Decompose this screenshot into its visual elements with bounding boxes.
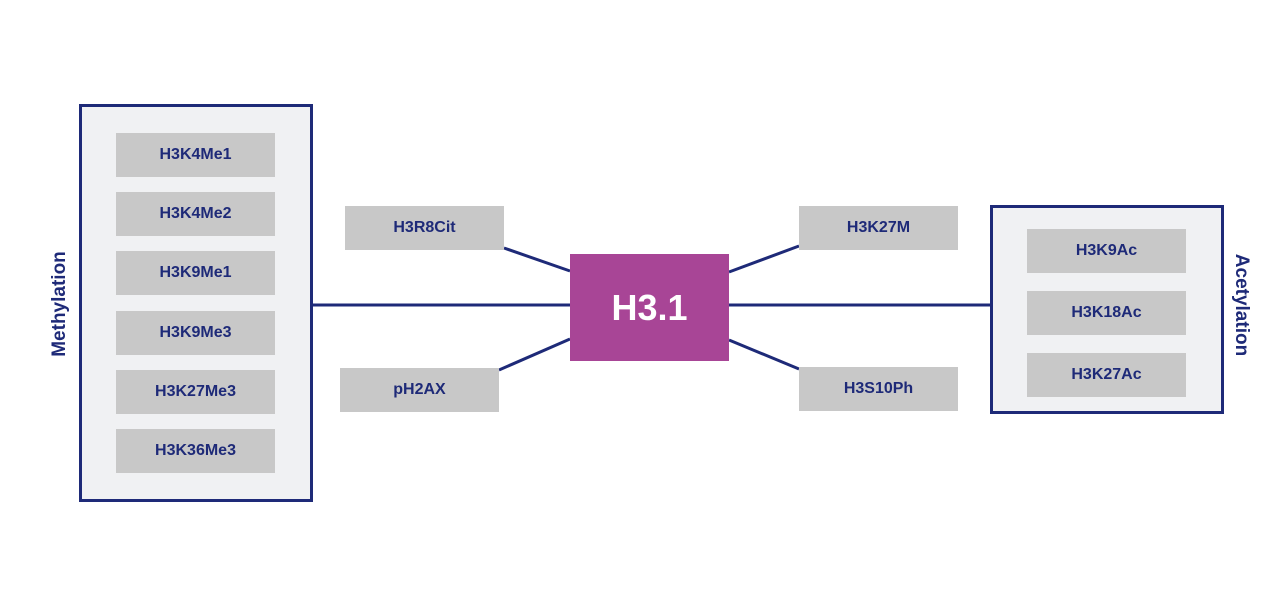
acetylation-item: H3K18Ac (1027, 291, 1186, 335)
methylation-label: Methylation (49, 251, 70, 357)
methylation-item: H3K9Me3 (116, 311, 275, 355)
methylation-item: H3K4Me1 (116, 133, 275, 177)
methylation-item: H3K27Me3 (116, 370, 275, 414)
connector-ph2ax (498, 337, 571, 372)
acetylation-label: Acetylation (1231, 253, 1252, 357)
satellite-h3r8cit: H3R8Cit (345, 206, 504, 250)
connector-h3s10ph (728, 338, 800, 371)
satellite-h3k27m: H3K27M (799, 206, 958, 250)
center-node-h3-1: H3.1 (570, 254, 729, 361)
acetylation-item: H3K27Ac (1027, 353, 1186, 397)
connector-h3k27m (728, 244, 800, 274)
connector-h3r8cit (503, 246, 571, 273)
methylation-item: H3K4Me2 (116, 192, 275, 236)
methylation-item: H3K9Me1 (116, 251, 275, 295)
methylation-item: H3K36Me3 (116, 429, 275, 473)
satellite-h3s10ph: H3S10Ph (799, 367, 958, 411)
satellite-ph2ax: pH2AX (340, 368, 499, 412)
acetylation-item: H3K9Ac (1027, 229, 1186, 273)
